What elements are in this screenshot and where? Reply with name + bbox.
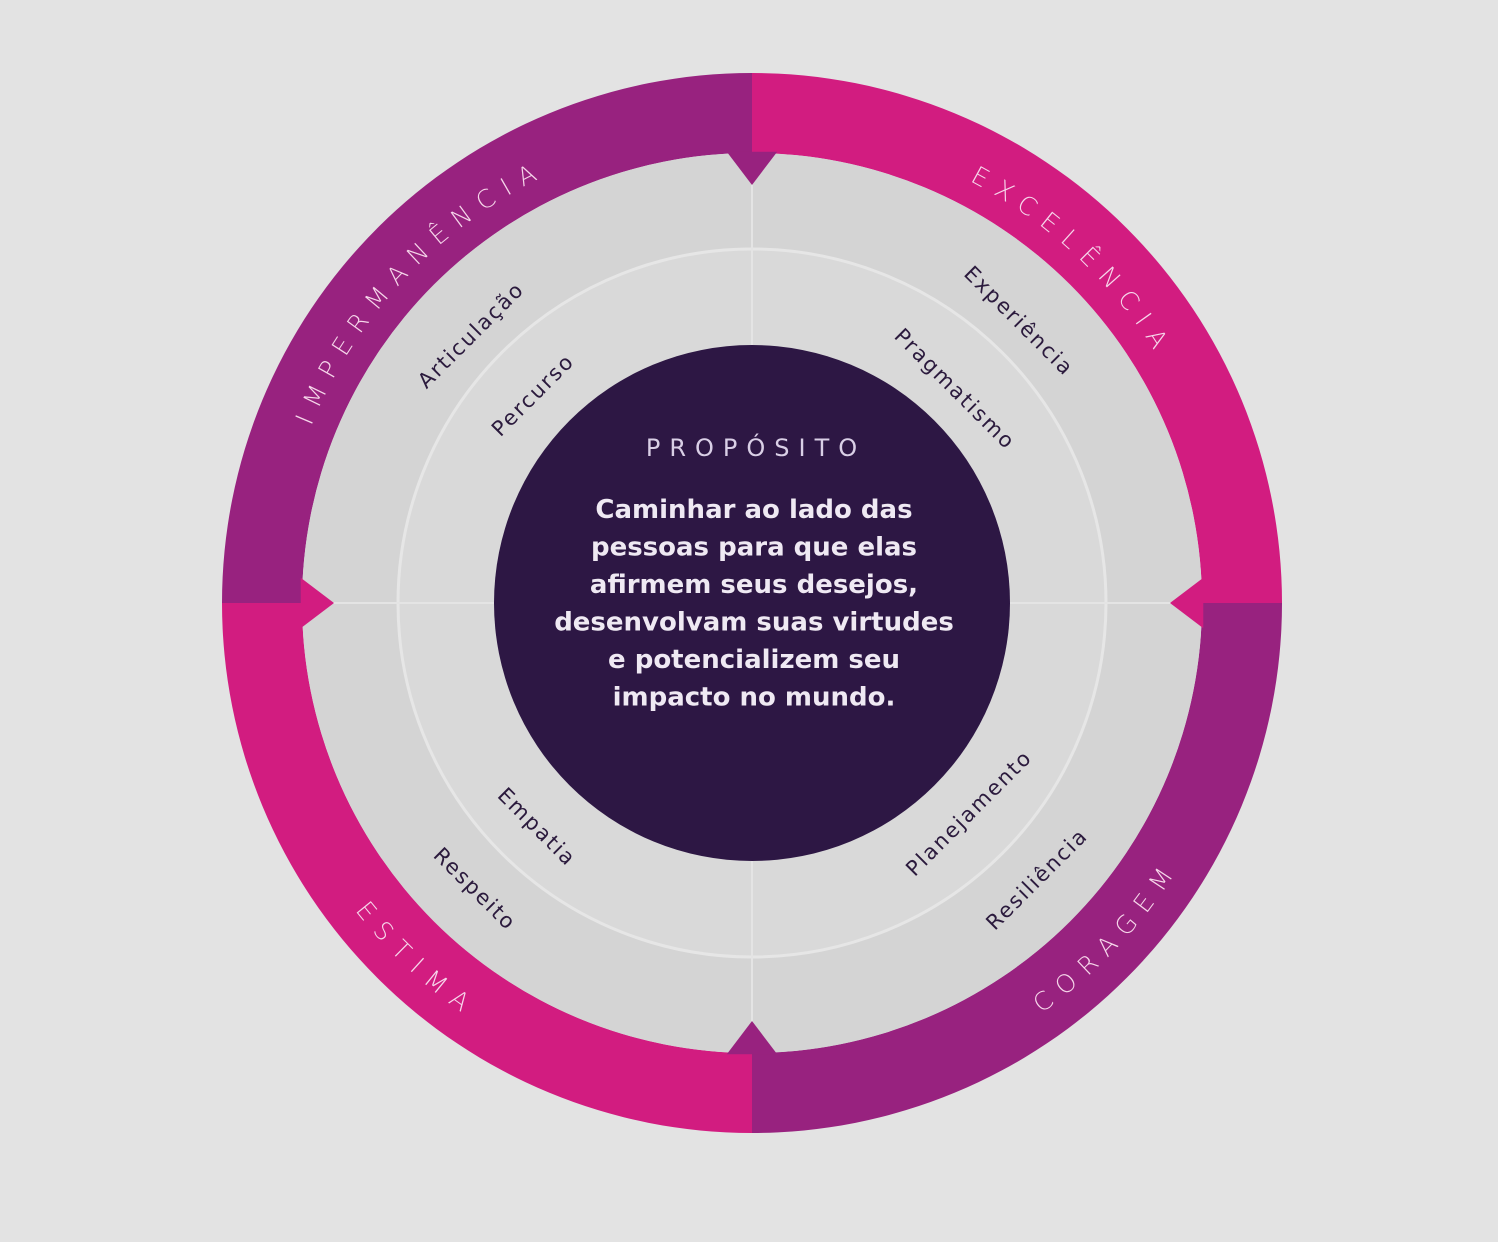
arrow-left — [300, 577, 334, 629]
arrow-bottom — [726, 1021, 778, 1055]
purpose-line: Caminhar ao lado das — [595, 495, 912, 525]
ring-segment-impermanencia — [222, 73, 752, 603]
purpose-line: e potencializem seu — [608, 645, 900, 675]
ring-segment-coragem — [752, 603, 1282, 1133]
arrow-right — [1170, 577, 1204, 629]
purpose-line: desenvolvam suas virtudes — [554, 608, 954, 638]
arrow-top — [726, 151, 778, 185]
purpose-title: PROPÓSITO — [646, 432, 866, 462]
ring-segment-excelencia — [752, 73, 1282, 603]
purpose-line: impacto no mundo. — [613, 683, 896, 713]
purpose-circle — [494, 345, 1010, 861]
purpose-statement: Caminhar ao lado das pessoas para que ela… — [554, 495, 954, 713]
ring-segment-estima — [222, 603, 752, 1133]
purpose-line: afirmem seus desejos, — [590, 570, 918, 600]
purpose-line: pessoas para que elas — [591, 533, 917, 563]
